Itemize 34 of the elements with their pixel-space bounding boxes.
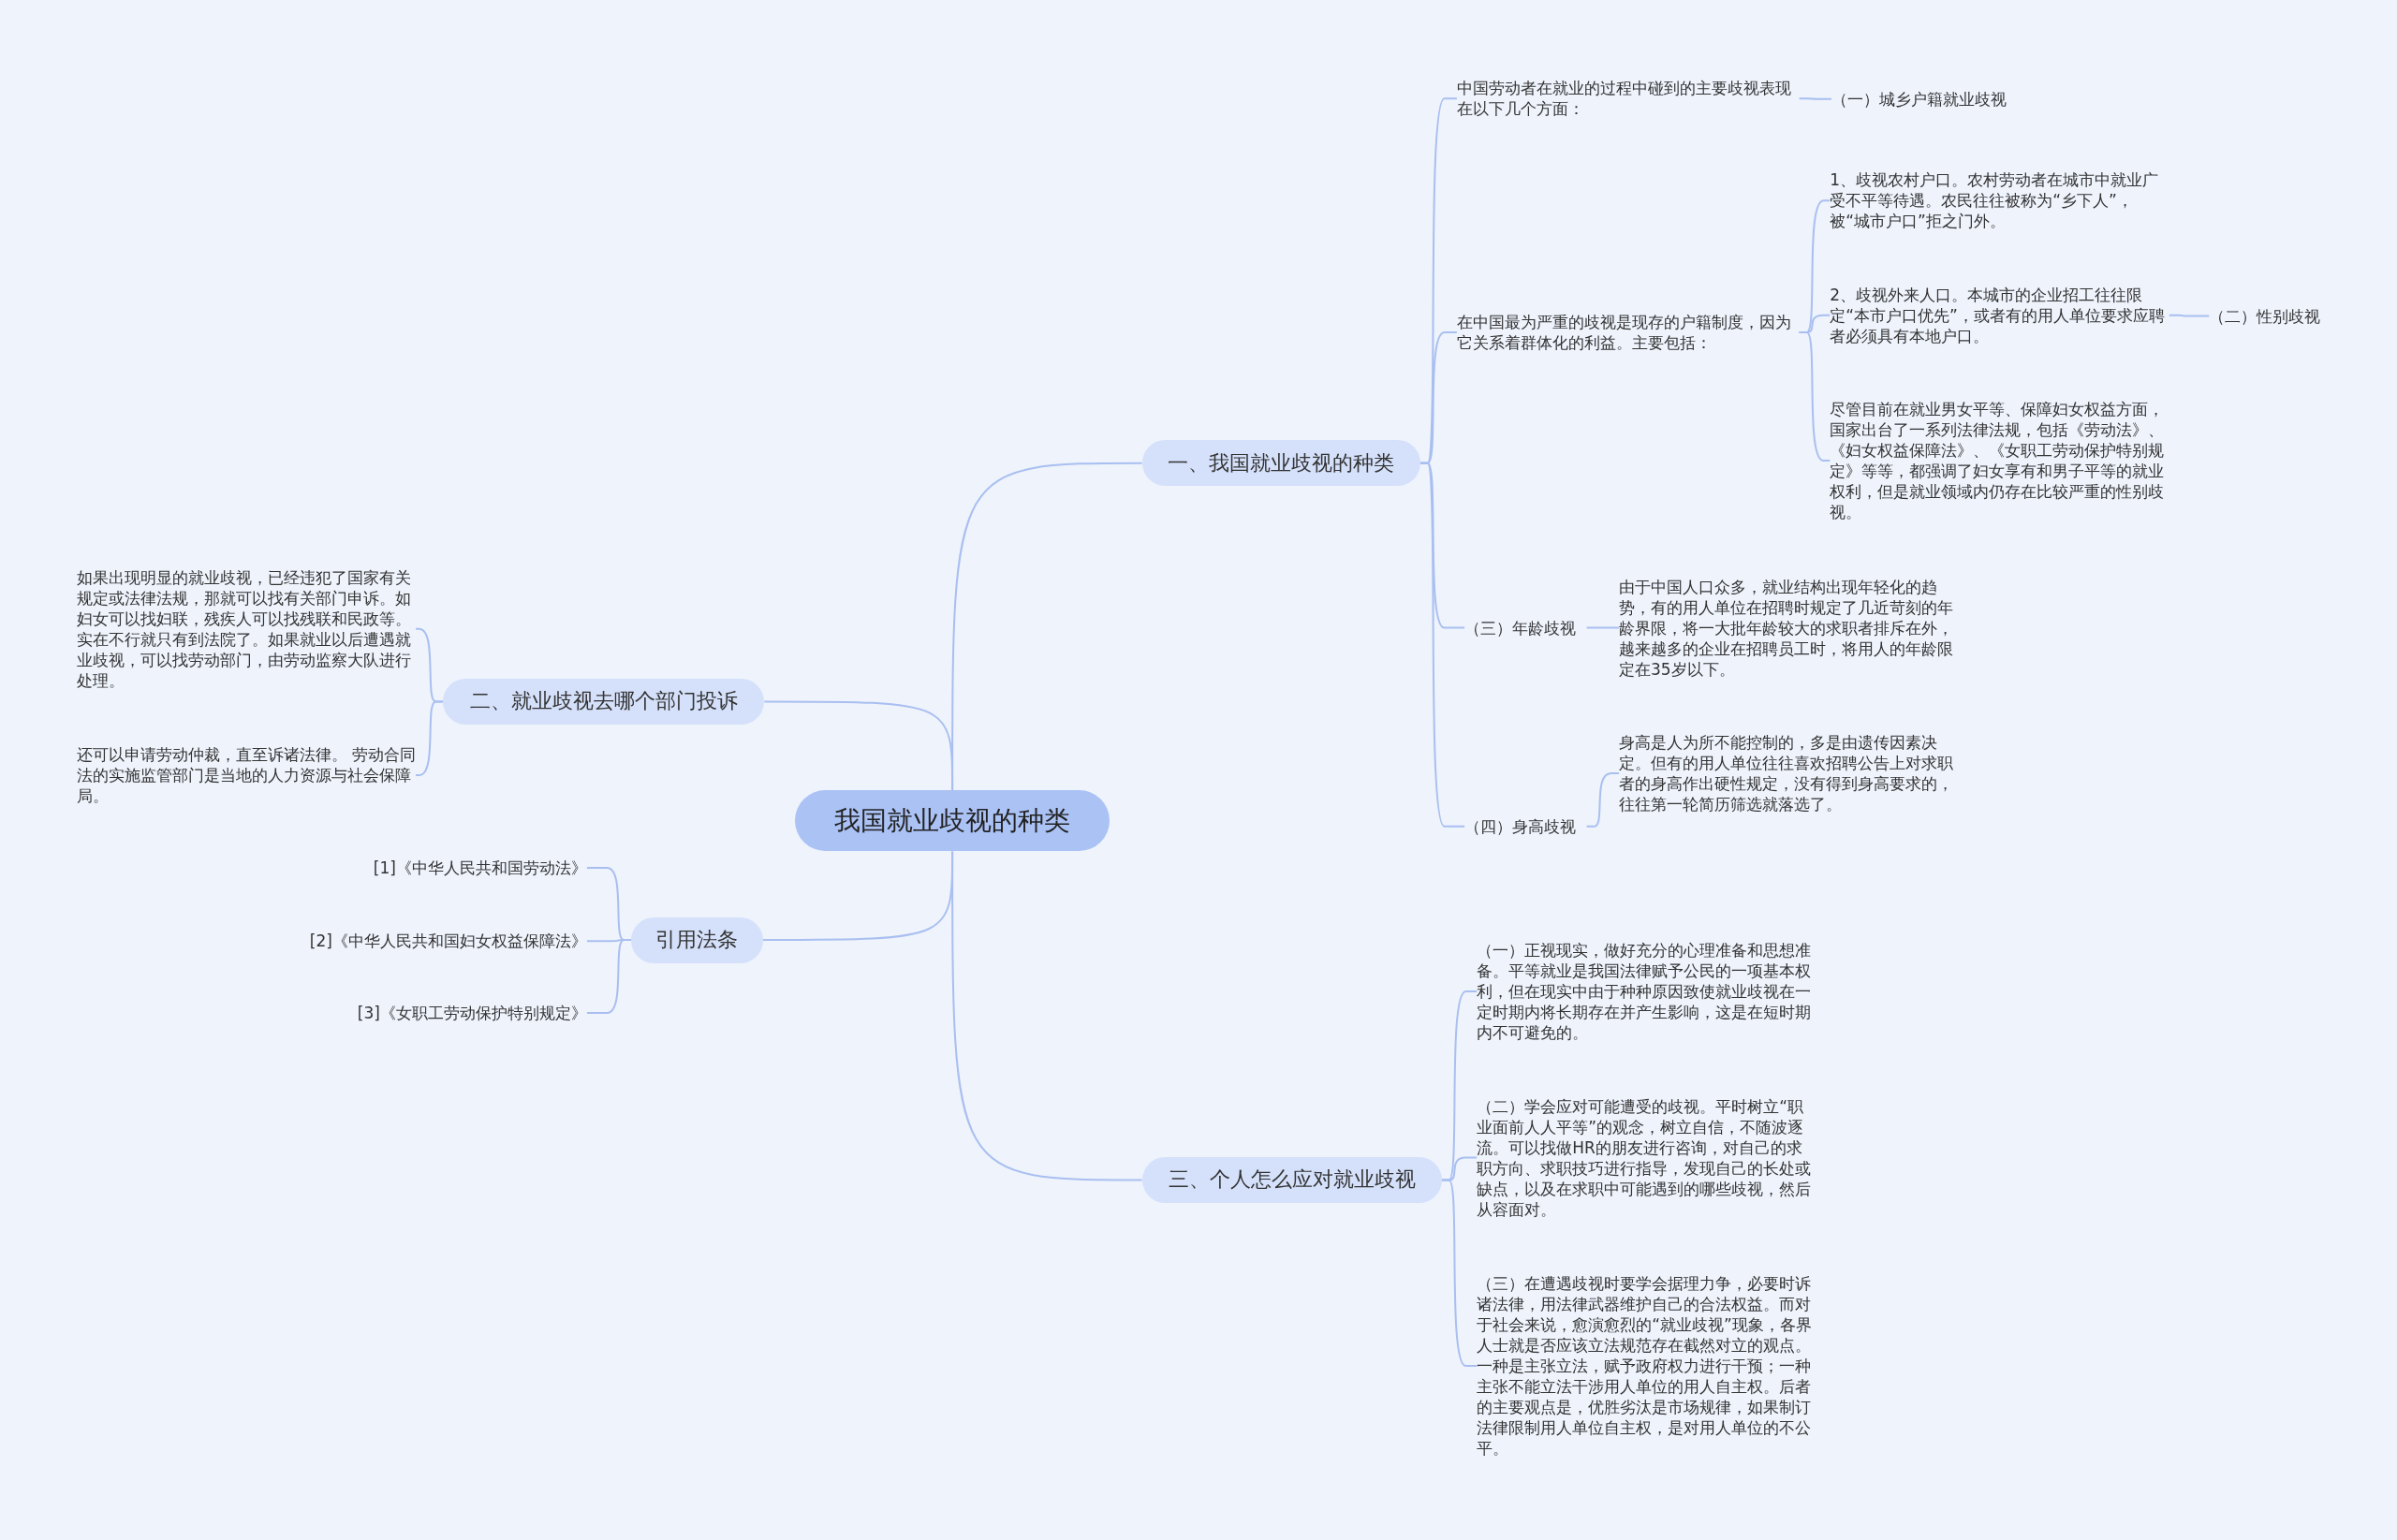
topic-pill: 一、我国就业歧视的种类 [1141, 440, 1420, 487]
topic-text: 由于中国人口众多，就业结构出现年轻化的趋势，有的用人单位在招聘时规定了几近苛刻的年龄界限，将一大批年龄较大的求职者排斥在外，越来越多的企业在招聘员工时，将用人的年龄限定在35岁以下。 [1618, 576, 1959, 680]
topic-text: [1]《中华人民共和国劳动法》 [281, 857, 587, 878]
connector-line [2168, 314, 2211, 317]
topic-text: （四）身高歧视 [1464, 815, 1587, 837]
topic-text: （一）正视现实，做好充分的心理准备和思想准备。平等就业是我国法律赋予公民的一项基本权利，但在现实中由于种种原因致使就业歧视在一定时期内将长期存在并产生影响，这是在短时期内不可避免的。 [1477, 940, 1816, 1044]
connector-line [951, 850, 1143, 1181]
topic-text: （二）性别歧视 [2209, 305, 2339, 327]
connector-line [1585, 772, 1620, 828]
topic-text: （二）学会应对可能遭受的歧视。平时树立“职业面前人人平等”的观念，树立自信，不随波逐流。可以找做HR的朋友进行咨询，对自己的求职方向、求职技巧进行指导，发现自己的长处或缺点，以及在求职中可能遇到的哪些歧视，然后从容面对。 [1477, 1095, 1816, 1220]
topic-text: 尽管目前在就业男女平等、保障妇女权益方面，国家出台了一系列法律法规，包括《劳动法》、《妇女权益保障法》、《女职工劳动保护特别规定》等等，都强调了妇女享有和男子平等的就业权利，但是就业领域内仍存在比较严重的性别歧视。 [1830, 399, 2169, 523]
topic-text: 2、歧视外来人口。本城市的企业招工往往限定“本市户口优先”，或者有的用人单位要求应聘者必须具有本地户口。 [1830, 284, 2169, 346]
topic-text: 身高是人为所不能控制的，多是由遗传因素决定。但有的用人单位往往喜欢招聘公告上对求职者的身高作出硬性规定，没有得到身高要求的，往往第一轮简历筛选就落选了。 [1618, 732, 1959, 815]
connector-line [763, 700, 954, 792]
topic-text: 还可以申请劳动仲裁，直至诉诸法律。 劳动合同法的实施监管部门是当地的人力资源与社会保障局。 [76, 744, 417, 807]
topic-text: [3]《女职工劳动保护特别规定》 [281, 1003, 587, 1023]
topic-text: 如果出现明显的就业歧视，已经违犯了国家有关规定或法律法规，那就可以找有关部门申诉。如妇女可以找妇联，残疾人可以找残联和民政等。实在不行就只有到法院了。如果就业以后遭遇就业歧视，可以找劳动部门，由劳动监察大队进行处理。 [76, 566, 417, 691]
topic-text: 中国劳动者在就业的过程中碰到的主要歧视表现在以下几个方面： [1456, 78, 1800, 120]
topic-text: 在中国最为严重的歧视是现存的户籍制度，因为它关系着群体化的利益。主要包括： [1456, 312, 1800, 354]
connector-line [1798, 97, 1832, 100]
topic-pill: 引用法条 [631, 917, 763, 963]
connector-line [1585, 626, 1620, 629]
topic-text: 1、歧视农村户口。农村劳动者在城市中就业广受不平等待遇。农民往往被称为“乡下人”，被“城市户口”拒之门外。 [1830, 169, 2169, 232]
connector-line [415, 700, 445, 777]
connector-line [1440, 1179, 1478, 1367]
topic-pill: 三、个人怎么应对就业歧视 [1141, 1156, 1442, 1203]
topic-text: （一）城乡户籍就业歧视 [1831, 88, 2046, 110]
central-topic: 我国就业歧视的种类 [794, 790, 1110, 852]
topic-pill: 二、就业歧视去哪个部门投诉 [443, 678, 765, 725]
connector-line [1419, 462, 1466, 828]
connector-line [1798, 331, 1831, 462]
topic-text: [2]《中华人民共和国妇女权益保障法》 [250, 931, 587, 952]
topic-text: （三）在遭遇歧视时要学会据理力争，必要时诉诸法律，用法律武器维护自己的合法权益。而对于社会来说，愈演愈烈的“就业歧视”现象，各界人士就是否应该立法规范存在截然对立的观点。一种是主张立法，赋予政府权力进行干预；一种主张不能立法干涉用人单位的用人自主权。后者的主要观点是，优胜劣汰是市场规律，如果制订法律限制用人单位自主权，是对用人单位的不公平。 [1477, 1273, 1816, 1459]
topic-text: （三）年龄歧视 [1464, 617, 1587, 638]
